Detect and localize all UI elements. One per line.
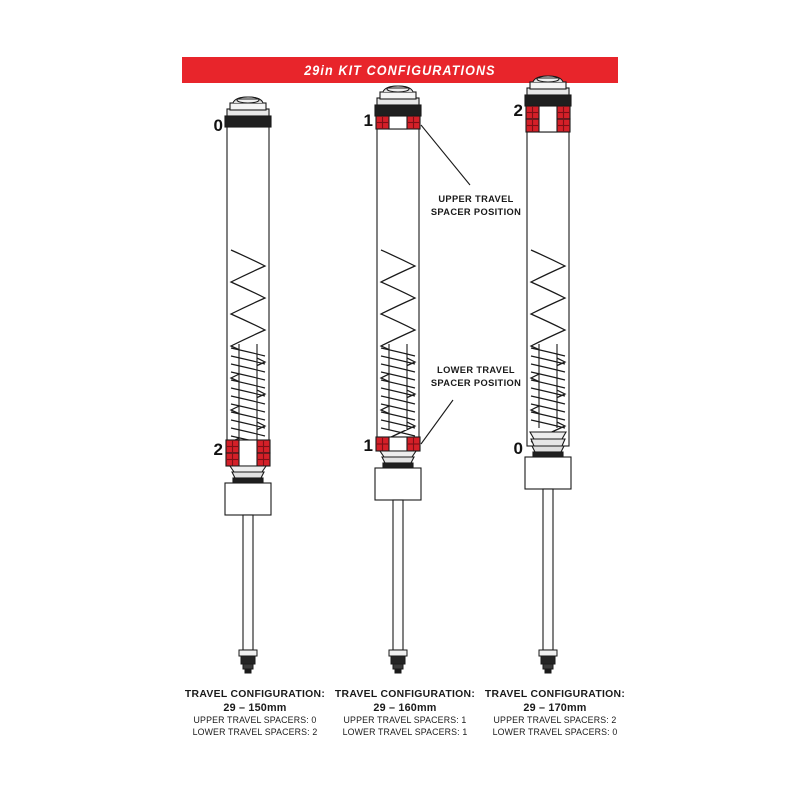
callout-lower-line1: LOWER TRAVEL xyxy=(437,365,515,375)
upper-spacer-count-170mm: 2 xyxy=(513,101,523,120)
caption-title-160mm: TRAVEL CONFIGURATION: xyxy=(334,689,476,700)
caption-lower-spacers-150mm: LOWER TRAVEL SPACERS: 2 xyxy=(192,726,318,737)
lower-spacer-count-160mm: 1 xyxy=(363,436,373,455)
caption-upper-spacers-150mm: UPPER TRAVEL SPACERS: 0 xyxy=(193,715,317,725)
caption-lower-spacers-160mm: LOWER TRAVEL SPACERS: 1 xyxy=(342,726,468,737)
caption-170mm: TRAVEL CONFIGURATION: 29 – 170mm UPPER T… xyxy=(450,688,660,738)
upper-spacer-count-160mm: 1 xyxy=(363,111,373,130)
caption-upper-spacers-160mm: UPPER TRAVEL SPACERS: 1 xyxy=(343,715,467,725)
lower-spacer-count-170mm: 0 xyxy=(513,439,523,458)
upper-spacer-count-150mm: 0 xyxy=(213,116,223,135)
caption-title-150mm: TRAVEL CONFIGURATION: xyxy=(184,689,326,700)
callout-upper-line1: UPPER TRAVEL xyxy=(438,194,514,204)
caption-upper-spacers-170mm: UPPER TRAVEL SPACERS: 2 xyxy=(493,715,617,725)
fork-assembly-160mm: 1 1 xyxy=(325,0,485,760)
fork-drawing-150mm xyxy=(224,96,272,674)
caption-title-170mm: TRAVEL CONFIGURATION: xyxy=(484,689,626,700)
lower-spacer-count-150mm: 2 xyxy=(213,440,223,459)
callout-lower-line2: SPACER POSITION xyxy=(430,378,522,388)
fork-drawing-170mm xyxy=(524,75,572,674)
caption-150mm: TRAVEL CONFIGURATION: 29 – 150mm UPPER T… xyxy=(150,688,360,738)
callout-lower-travel-spacer-position: LOWER TRAVEL SPACER POSITION xyxy=(412,364,540,390)
callout-upper-line2: SPACER POSITION xyxy=(430,207,522,217)
caption-160mm: TRAVEL CONFIGURATION: 29 – 160mm UPPER T… xyxy=(300,688,510,738)
caption-lower-spacers-170mm: LOWER TRAVEL SPACERS: 0 xyxy=(492,726,618,737)
banner-title: 29in KIT CONFIGURATIONS xyxy=(304,62,496,78)
caption-travel-160mm: 29 – 160mm xyxy=(373,702,437,714)
title-banner: 29in KIT CONFIGURATIONS xyxy=(182,57,618,83)
callout-upper-travel-spacer-position: UPPER TRAVEL SPACER POSITION xyxy=(412,193,540,219)
fork-drawing-160mm xyxy=(374,85,471,674)
fork-assembly-170mm: 2 0 xyxy=(475,0,635,760)
fork-assembly-150mm: 0 2 xyxy=(175,0,335,760)
caption-travel-170mm: 29 – 170mm xyxy=(523,702,587,714)
caption-travel-150mm: 29 – 150mm xyxy=(223,702,287,714)
